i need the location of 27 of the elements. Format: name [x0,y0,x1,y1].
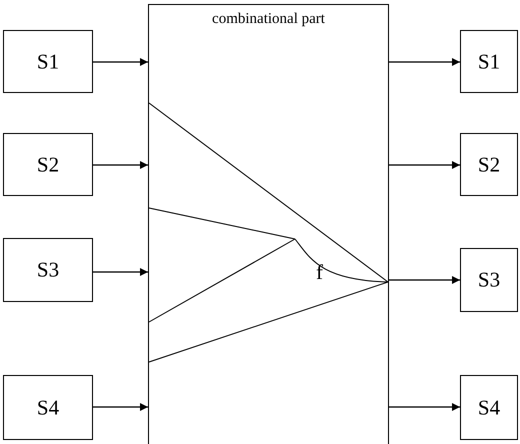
arrow [93,161,148,169]
box-label: S2 [36,152,60,177]
box-label: combinational part [211,11,326,28]
box-label: S1 [476,49,502,74]
arrow [389,161,460,169]
state-box [3,133,93,196]
state-box [460,133,518,196]
state-box [460,30,518,93]
box-label: S4 [476,395,502,420]
state-box [460,248,518,312]
box-label: S3 [36,258,60,282]
box-label: S4 [36,395,60,420]
arrow [389,276,460,284]
block-box [148,4,389,444]
arrow [93,403,148,411]
arrow [93,268,148,276]
arrow [389,58,460,66]
state-box [3,375,93,440]
arrow [389,403,460,411]
state-box [460,375,518,440]
arrow [93,58,148,66]
state-box [3,30,93,93]
state-box [3,238,93,302]
box-label: S2 [476,152,502,177]
function-label: f [316,260,323,285]
box-label: S3 [476,268,502,292]
box-label: S1 [36,49,60,74]
